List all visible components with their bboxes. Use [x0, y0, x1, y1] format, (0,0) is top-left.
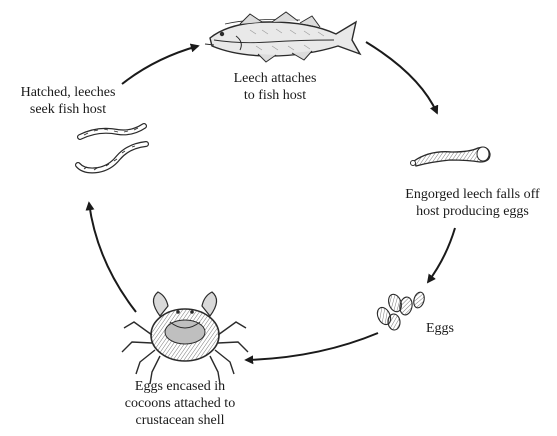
fish-icon: [205, 12, 360, 62]
label-crab-line-3: crustacean shell: [100, 412, 260, 429]
arrow-crab-to-hatched: [89, 203, 136, 312]
label-hatched-line-1: Hatched, leeches: [4, 84, 132, 101]
label-crab-line-1: Eggs encased in: [100, 378, 260, 395]
label-crab-line-2: cocoons attached to: [100, 395, 260, 412]
label-fish-line-2: to fish host: [210, 87, 340, 104]
label-fish: Leech attaches to fish host: [210, 70, 340, 104]
crab-icon: [122, 292, 248, 384]
label-engorged: Engorged leech falls off host producing …: [388, 186, 557, 220]
arrow-fish-to-engorged: [366, 42, 437, 113]
arrow-engorged-to-eggs: [428, 228, 455, 282]
hatched-leeches-icon: [78, 126, 146, 170]
eggs-icon: [375, 291, 426, 331]
label-engorged-line-1: Engorged leech falls off: [388, 186, 557, 203]
label-engorged-line-2: host producing eggs: [388, 203, 557, 220]
label-crab: Eggs encased in cocoons attached to crus…: [100, 378, 260, 429]
label-eggs-line-1: Eggs: [426, 320, 486, 337]
label-fish-line-1: Leech attaches: [210, 70, 340, 87]
label-hatched-line-2: seek fish host: [4, 101, 132, 118]
label-hatched: Hatched, leeches seek fish host: [4, 84, 132, 118]
engorged-leech-icon: [411, 147, 491, 166]
arrow-eggs-to-crab: [246, 333, 378, 360]
arrow-hatched-to-fish: [122, 46, 198, 84]
label-eggs: Eggs: [426, 320, 486, 337]
